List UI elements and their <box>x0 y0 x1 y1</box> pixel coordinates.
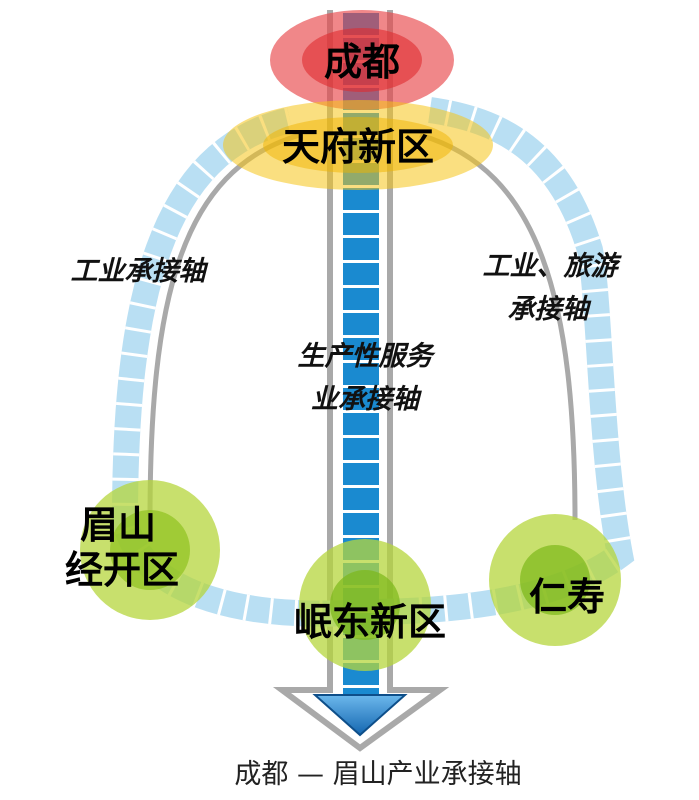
node-renshou: 仁寿 <box>529 575 605 619</box>
tianfu-inner <box>263 117 453 173</box>
axis-right-1: 工业、旅游 <box>483 251 623 282</box>
meishan-inner <box>110 510 190 590</box>
axis-left: 工业承接轴 <box>71 256 209 287</box>
node-meishan-1: 眉山 <box>80 503 156 547</box>
gray-arrow-outline <box>272 10 450 752</box>
axis-center-2: 业承接轴 <box>311 384 422 415</box>
down-arrow-head <box>312 694 408 737</box>
renshou-inner <box>520 545 590 615</box>
axis-right-2: 承接轴 <box>508 294 592 325</box>
node-meishan-2: 经开区 <box>65 548 179 592</box>
node-mindong: 岷东新区 <box>294 600 446 644</box>
node-tianfu: 天府新区 <box>282 125 434 169</box>
caption: 成都 — 眉山产业承接轴 <box>234 759 521 790</box>
axis-center-1: 生产性服务 <box>298 341 437 372</box>
node-chengdu: 成都 <box>324 40 400 84</box>
band-block-dividers <box>111 97 635 627</box>
mindong-inner <box>330 570 400 640</box>
chengdu-inner <box>302 28 422 92</box>
